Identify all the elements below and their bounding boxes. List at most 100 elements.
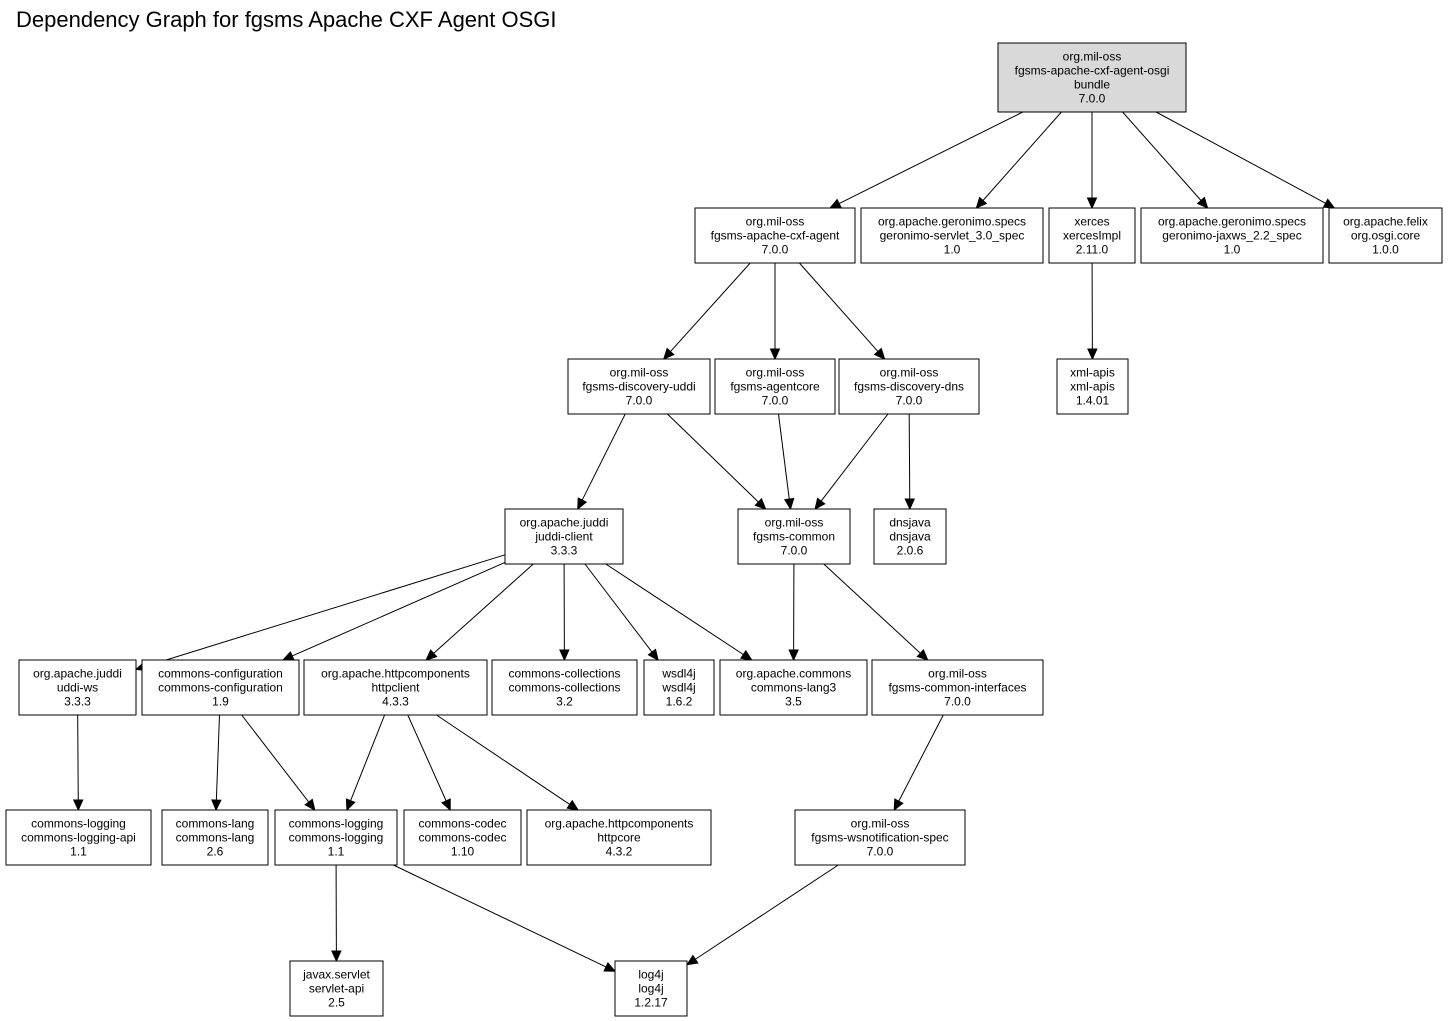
node-box xyxy=(873,508,947,565)
node-label-line: 1.0.0 xyxy=(1372,243,1399,257)
node-label-line: fgsms-apache-cxf-agent-osgi xyxy=(1015,64,1170,78)
node-label-line: 7.0.0 xyxy=(944,695,971,709)
node-label-line: 1.6.2 xyxy=(666,695,693,709)
node-label-line: org.apache.geronimo.specs xyxy=(878,215,1026,229)
edge-line xyxy=(982,111,1062,201)
node-label-line: 1.4.01 xyxy=(1076,394,1110,408)
arrowhead xyxy=(647,648,659,661)
edge-common-interfaces-to-wsnotification xyxy=(893,714,944,812)
edge-cxf-agent-to-agentcore xyxy=(769,263,781,361)
edge-line xyxy=(393,864,607,968)
node-box xyxy=(1048,207,1136,264)
edge-cxf-agent-to-disc-uddi xyxy=(662,262,751,360)
arrowhead xyxy=(72,799,84,812)
node-label-line: 7.0.0 xyxy=(867,845,894,859)
node-label-line: 1.0 xyxy=(1224,243,1241,257)
node-label-line: 1.1 xyxy=(328,845,345,859)
node-label-line: dnsjava xyxy=(889,530,931,544)
node-label-line: 1.10 xyxy=(451,845,475,859)
edge-root-to-xerces xyxy=(1086,112,1098,210)
node-label-line: fgsms-common-interfaces xyxy=(888,681,1026,695)
edge-juddi-client-to-commons-lang3 xyxy=(605,563,753,661)
node-label-line: fgsms-wsnotification-spec xyxy=(811,831,948,845)
node-box xyxy=(871,659,1044,716)
node-box xyxy=(303,659,488,716)
node-commons-collections: commons-collectionscommons-collections3.… xyxy=(491,659,638,716)
node-label-line: org.mil-oss xyxy=(1063,50,1122,64)
arrowhead xyxy=(281,650,295,661)
edge-xerces-to-xml-apis xyxy=(1087,262,1098,361)
node-label-line: xercesImpl xyxy=(1063,229,1121,243)
arrowhead xyxy=(331,950,342,963)
node-label-line: 1.2.17 xyxy=(634,996,668,1010)
edge-line xyxy=(823,563,921,654)
node-label-line: xerces xyxy=(1074,215,1109,229)
arrowhead xyxy=(425,649,438,661)
node-label-line: org.apache.felix xyxy=(1343,215,1428,229)
node-label-line: 2.5 xyxy=(328,996,345,1010)
arrowhead xyxy=(788,649,799,662)
node-label-line: 3.3.3 xyxy=(551,544,578,558)
edge-line xyxy=(908,413,911,500)
node-label-line: fgsms-discovery-uddi xyxy=(582,380,695,394)
arrowhead xyxy=(304,798,316,811)
edge-line xyxy=(695,864,839,960)
edge-line xyxy=(777,413,790,500)
arrowhead xyxy=(893,798,904,812)
node-label-line: log4j xyxy=(638,968,663,982)
arrowhead xyxy=(916,649,929,661)
node-wsnotification: org.mil-ossfgsms-wsnotification-spec7.0.… xyxy=(794,809,966,866)
node-label-line: org.mil-oss xyxy=(880,366,939,380)
node-label-line: 7.0.0 xyxy=(762,394,789,408)
arrowhead xyxy=(1196,196,1209,209)
node-label-line: commons-lang3 xyxy=(751,681,837,695)
node-box xyxy=(567,358,711,415)
node-box xyxy=(161,809,269,866)
node-box xyxy=(719,659,868,716)
edge-line xyxy=(292,561,506,657)
node-label-line: 7.0.0 xyxy=(762,243,789,257)
edge-httpclient-to-commons-logging xyxy=(345,714,386,812)
edge-line xyxy=(241,714,310,803)
node-label-line: javax.servlet xyxy=(302,968,370,982)
node-label-line: org.apache.httpcomponents xyxy=(321,667,470,681)
node-box xyxy=(526,809,712,866)
nodes-layer: org.mil-ossfgsms-apache-cxf-agent-osgibu… xyxy=(5,42,1443,1017)
edge-httpclient-to-httpcore xyxy=(436,714,580,811)
arrowhead xyxy=(211,799,222,812)
arrowhead xyxy=(1086,197,1098,210)
node-box xyxy=(491,659,638,716)
node-label-line: org.apache.geronimo.specs xyxy=(1158,215,1306,229)
node-label-line: log4j xyxy=(638,982,663,996)
edge-commons-config-to-commons-logging xyxy=(241,714,316,811)
node-label-line: servlet-api xyxy=(309,982,364,996)
edge-line xyxy=(350,714,386,801)
node-label-line: org.mil-oss xyxy=(765,516,824,530)
edge-disc-dns-to-dnsjava xyxy=(904,413,916,511)
edge-line xyxy=(77,714,79,801)
arrowhead xyxy=(1322,198,1336,209)
edge-cxf-agent-to-disc-dns xyxy=(799,262,886,360)
node-label-line: commons-lang xyxy=(176,831,255,845)
arrowhead xyxy=(814,497,826,510)
edge-line xyxy=(433,563,534,654)
node-label-line: httpcore xyxy=(597,831,641,845)
edge-root-to-servlet-spec xyxy=(975,111,1062,209)
node-label-line: httpclient xyxy=(371,681,420,695)
node-box xyxy=(694,207,856,264)
node-commons-config: commons-configurationcommons-configurati… xyxy=(141,659,300,716)
arrowhead xyxy=(975,196,988,209)
